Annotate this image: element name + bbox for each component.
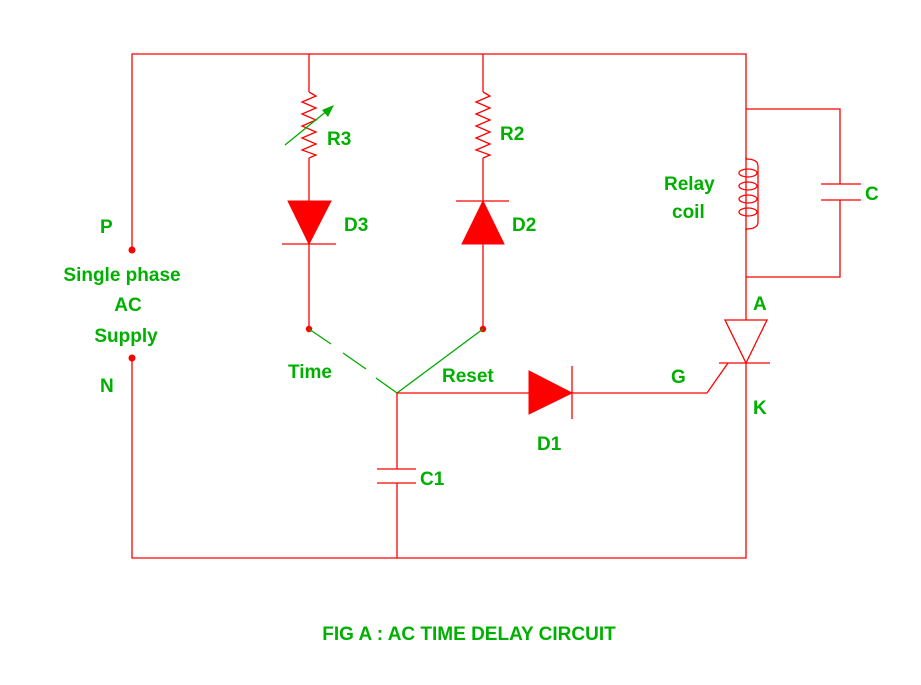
- r2-label: R2: [500, 124, 524, 145]
- diode-d2: [461, 199, 505, 245]
- supply-label-line1: Single phase: [63, 265, 180, 286]
- wire-top-bus: [131, 53, 747, 320]
- supply-label-line3: Supply: [94, 326, 158, 347]
- scr-thyristor: [723, 319, 769, 365]
- terminal-p-label: P: [100, 217, 113, 238]
- scr-cathode-label: K: [753, 398, 767, 419]
- wire-bottom-bus: [131, 358, 747, 559]
- wire-c-bottom: [746, 200, 841, 278]
- d2-label: D2: [512, 215, 536, 236]
- relay-label-line2: coil: [672, 202, 705, 223]
- capacitor-c-label: C: [865, 184, 879, 205]
- switch-time-dash-1: [308, 328, 332, 345]
- wire-d1-gate: [572, 362, 729, 394]
- relay-coil: [738, 157, 759, 231]
- diode-d3: [287, 200, 332, 246]
- switch-time-dash-3: [375, 377, 398, 394]
- terminal-n-label: N: [100, 376, 114, 397]
- switch-time-label: Time: [288, 362, 332, 383]
- diode-d1: [528, 370, 574, 415]
- r3-label: R3: [327, 129, 351, 150]
- relay-label-line1: Relay: [664, 174, 715, 195]
- d1-label: D1: [537, 434, 562, 455]
- terminal-p-dot: [128, 246, 136, 254]
- supply-label-line2: AC: [114, 295, 142, 316]
- c1-label: C1: [420, 469, 445, 490]
- variable-arrow-icon: [322, 105, 334, 117]
- switch-blade-reset: [396, 328, 484, 394]
- resistor-r2: [474, 91, 492, 159]
- figure-title: FIG A : AC TIME DELAY CIRCUIT: [322, 624, 616, 645]
- resistor-r3: [300, 91, 318, 159]
- wire-c-top: [746, 108, 841, 184]
- switch-time-dash-2: [342, 352, 367, 370]
- scr-gate-label: G: [671, 367, 686, 388]
- terminal-n-dot: [128, 354, 136, 362]
- switch-reset-label: Reset: [442, 366, 494, 387]
- variable-arrow-shaft: [284, 109, 329, 146]
- d3-label: D3: [344, 215, 368, 236]
- scr-anode-label: A: [753, 294, 767, 315]
